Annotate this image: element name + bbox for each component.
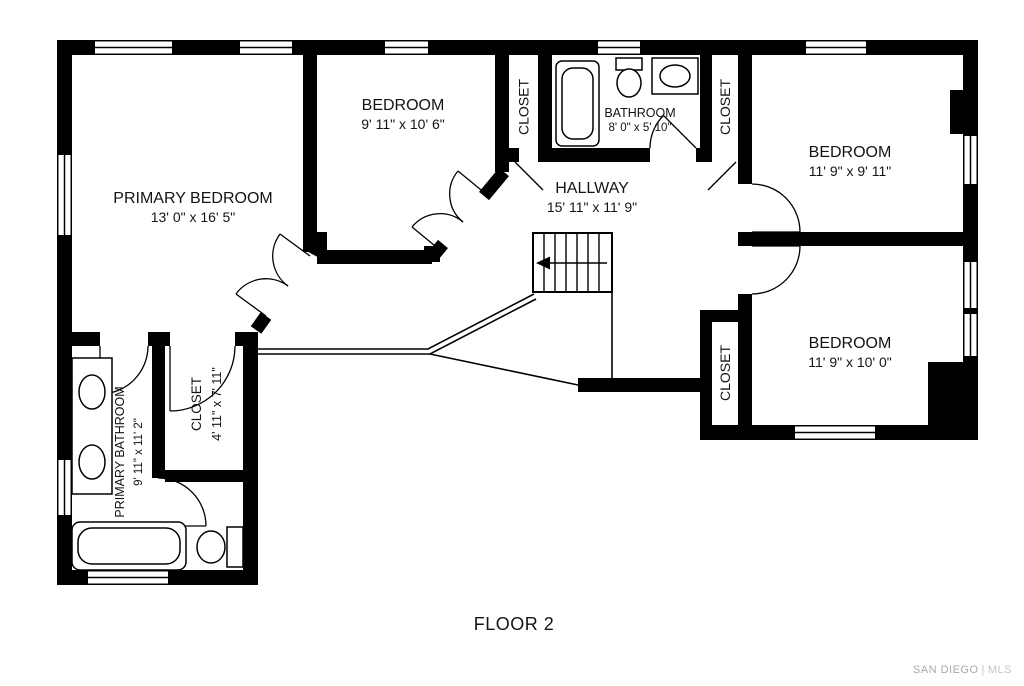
wall-segment	[306, 239, 324, 258]
door-bedroom-lower-right	[751, 245, 801, 295]
room-dims-bedroom-lower-right: 11' 9" x 10' 0"	[808, 354, 892, 370]
wall-segment	[303, 40, 317, 245]
window	[385, 40, 428, 55]
toilet-icon	[196, 526, 244, 568]
room-dims-primary-bathroom: 9' 11" x 11' 2"	[133, 418, 145, 486]
double-door-bedroom-top	[411, 170, 487, 251]
double-door-primary-bedroom	[235, 233, 311, 317]
room-dims-hallway: 15' 11" x 11' 9"	[547, 199, 637, 215]
room-label-closet-upper-right: CLOSET	[717, 79, 733, 135]
stairs	[532, 232, 613, 293]
wall-segment	[152, 332, 165, 478]
fixtures	[71, 57, 699, 571]
door-leaf-closet-upper-right	[707, 161, 737, 191]
room-label-primary-bathroom: PRIMARY BATHROOM	[113, 386, 127, 517]
wall-segment	[752, 232, 963, 246]
wall-segment	[928, 362, 978, 440]
window	[57, 460, 72, 515]
watermark-left: SAN DIEGO	[913, 664, 979, 676]
wall-segment	[317, 250, 432, 264]
room-dims-bedroom-top: 9' 11" x 10' 6"	[361, 116, 445, 132]
railing-line	[429, 353, 579, 386]
room-label-bathroom-upper: BATHROOM	[604, 106, 675, 120]
railing-line	[258, 298, 537, 355]
door-primary-closet	[169, 345, 236, 412]
window	[95, 40, 172, 55]
watermark-separator: |	[982, 664, 985, 676]
room-label-bedroom-lower-right: BEDROOM	[809, 335, 892, 352]
sliding-door-closet-lower-right	[739, 325, 751, 419]
wall-segment	[243, 332, 258, 585]
room-label-closet-lower-right: CLOSET	[717, 345, 733, 401]
wall-segment	[700, 310, 752, 322]
stair-direction-arrow	[536, 256, 550, 270]
wall-segment	[479, 167, 509, 201]
window	[963, 314, 978, 356]
wall-segment	[700, 310, 712, 440]
room-label-bedroom-upper-right: BEDROOM	[809, 144, 892, 161]
wall-segment	[509, 148, 519, 162]
watermark-right: MLS	[988, 664, 1012, 676]
wall-segment	[428, 239, 448, 261]
room-dims-closet-primary: 4' 11" x 7' 11"	[210, 367, 224, 441]
wall-segment	[578, 378, 712, 392]
window	[963, 136, 978, 184]
window	[806, 40, 866, 55]
door-leaf-closet-upper-left	[514, 161, 544, 191]
room-dims-primary-bedroom: 13' 0" x 16' 5"	[151, 209, 236, 225]
doors	[99, 115, 801, 527]
wall-segment	[495, 40, 509, 172]
room-dims-bathroom-upper: 8' 0" x 5' 10"	[608, 122, 671, 134]
room-label-bedroom-top: BEDROOM	[362, 97, 445, 114]
room-dims-bedroom-upper-right: 11' 9" x 9' 11"	[809, 163, 892, 179]
door-toilet-room	[157, 477, 207, 527]
door-upper-bathroom	[649, 115, 697, 149]
wall-segment	[738, 232, 752, 246]
wall-segment	[700, 55, 712, 162]
room-label-primary-bedroom: PRIMARY BEDROOM	[113, 190, 272, 207]
window	[963, 262, 978, 308]
bathtub-icon	[71, 521, 187, 571]
wall-segment	[235, 332, 258, 346]
wall-segment	[165, 470, 243, 482]
watermark: SAN DIEGO|MLS	[913, 664, 1012, 676]
room-label-closet-upper-left: CLOSET	[516, 79, 532, 135]
window	[57, 155, 72, 235]
wall-segment	[950, 90, 978, 134]
window	[240, 40, 292, 55]
stairwell-railing	[258, 292, 613, 386]
door-bedroom-upper-right	[751, 183, 801, 233]
window	[598, 40, 640, 55]
wall-segment	[250, 312, 272, 334]
bathtub-icon	[555, 60, 600, 147]
room-label-hallway: HALLWAY	[555, 180, 629, 197]
double-vanity-icon	[71, 357, 113, 495]
room-label-closet-primary: CLOSET	[189, 377, 204, 431]
window	[88, 570, 168, 585]
floor-label: FLOOR 2	[474, 614, 555, 634]
wall-segment	[552, 148, 650, 162]
windows	[57, 40, 978, 585]
room-labels: PRIMARY BEDROOM 13' 0" x 16' 5" BEDROOM …	[113, 79, 892, 518]
wall-segment	[738, 55, 752, 184]
window	[795, 425, 875, 440]
railing-line	[258, 293, 535, 350]
toilet-icon	[615, 57, 643, 98]
wall-segment	[538, 55, 552, 162]
sink-icon	[651, 57, 699, 95]
wall-segment	[57, 332, 100, 346]
diagonal-walls	[250, 167, 509, 334]
